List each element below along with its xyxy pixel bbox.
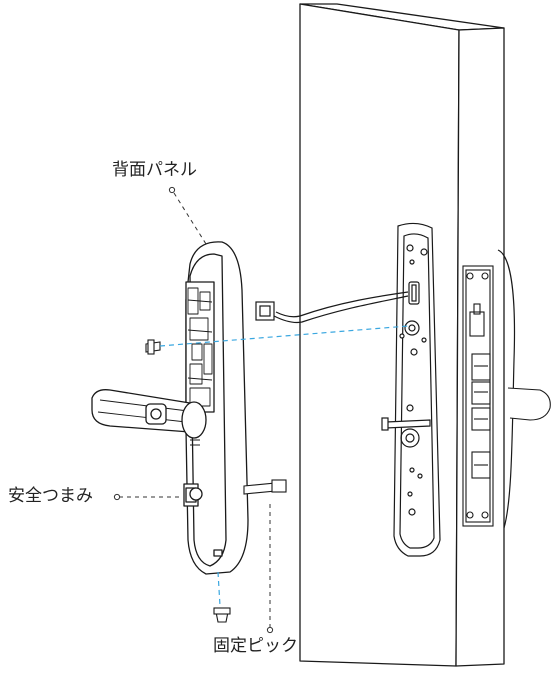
fixing-pin [243,479,287,495]
back-panel [91,241,249,575]
callout-anchors [113,186,274,634]
fixing-pin-label: 固定ピック [213,636,298,656]
screw-top [145,339,161,355]
screw-bottom [213,607,231,623]
safety-knob-label: 安全つまみ [8,486,93,506]
mortise-lock [462,249,551,529]
callout-leaders [119,192,271,628]
back-panel-label: 背面パネル [112,160,197,180]
mounting-plate [381,222,441,557]
alignment-guides [159,325,409,607]
connector-cable [255,291,409,324]
